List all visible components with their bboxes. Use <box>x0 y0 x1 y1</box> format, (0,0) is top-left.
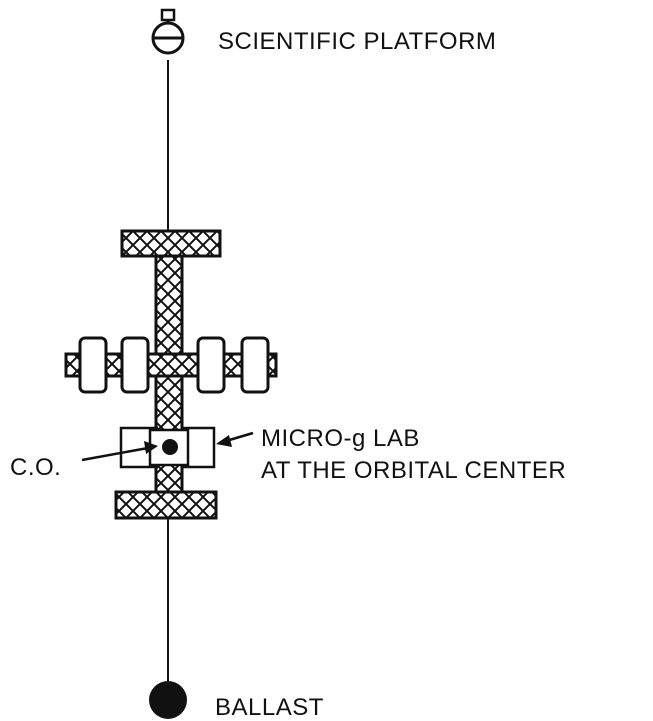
micro-g-lab <box>119 426 216 469</box>
lab-pointer-arrow <box>216 431 254 447</box>
upper-crossbar <box>120 229 222 258</box>
module-4 <box>240 336 270 394</box>
lower-crossbar <box>114 490 218 520</box>
co-label: C.O. <box>10 454 61 481</box>
module-2 <box>120 336 150 394</box>
scientific-platform-icon <box>151 8 185 55</box>
orbital-center-dot <box>162 439 178 455</box>
orbital-center-label: AT THE ORBITAL CENTER <box>261 457 566 484</box>
ballast-icon <box>149 681 187 719</box>
scientific-platform-label: SCIENTIFIC PLATFORM <box>218 28 496 55</box>
micro-g-lab-label: MICRO-g LAB <box>261 425 420 452</box>
solar-module-set <box>78 336 270 394</box>
module-1 <box>78 336 108 394</box>
module-3 <box>196 336 226 394</box>
co-pointer-arrow <box>81 441 158 462</box>
ballast-label: BALLAST <box>215 694 324 721</box>
